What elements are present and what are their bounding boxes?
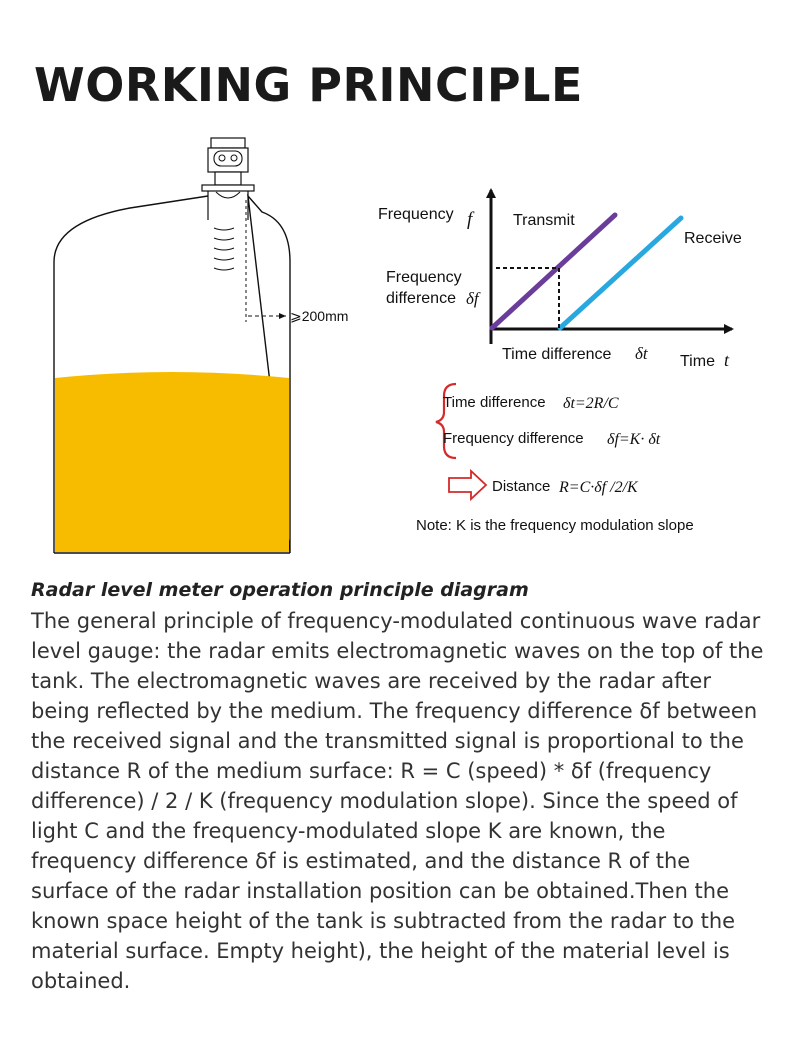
distance-label: ⩾200mm [290,308,348,324]
y-axis-symbol: f [467,209,475,230]
working-principle-diagram: ⩾200mm Frequency f Transmit Receive Freq… [53,137,742,554]
distance-formula: R=C·δf /2/K [558,479,639,496]
caption-section: Radar level meter operation principle di… [31,577,771,996]
arrow-right-icon [448,468,488,502]
liquid-fill [55,378,289,552]
caption-body: The general principle of frequency-modul… [31,609,764,993]
liquid-surface [55,372,289,378]
freq-diff-symbol: δf [466,289,481,308]
receive-line [557,215,684,331]
distance-formula-label: Distance [492,478,550,495]
time-diff-symbol: δt [635,344,649,363]
fmcw-graph: Frequency f Transmit Receive Frequency d… [378,188,742,370]
formula-note: Note: K is the frequency modulation slop… [416,517,694,534]
time-diff-label: Time difference [502,346,611,363]
freq-diff-formula-label: Frequency difference [443,430,584,447]
curly-brace [435,382,457,460]
freq-diff-label-line1: Frequency [386,269,462,286]
time-diff-formula-label: Time difference [443,394,546,411]
tank-body [53,193,291,554]
receive-label: Receive [684,230,742,247]
x-axis-label: Time [680,353,715,370]
formula-block: Time difference δt=2R/C Frequency differ… [416,382,694,534]
transmit-label: Transmit [513,212,575,229]
freq-diff-formula: δf=K· δt [607,431,661,448]
transmit-line [489,212,618,331]
caption-title: Radar level meter operation principle di… [31,579,529,601]
radar-sensor-icon [201,137,255,271]
tank-illustration: ⩾200mm [53,137,348,554]
freq-diff-label-line2: difference [386,290,456,307]
time-diff-formula: δt=2R/C [563,395,619,412]
x-axis-symbol: t [724,350,730,370]
page-title: WORKING PRINCIPLE [34,58,583,112]
y-axis-label: Frequency [378,206,454,223]
